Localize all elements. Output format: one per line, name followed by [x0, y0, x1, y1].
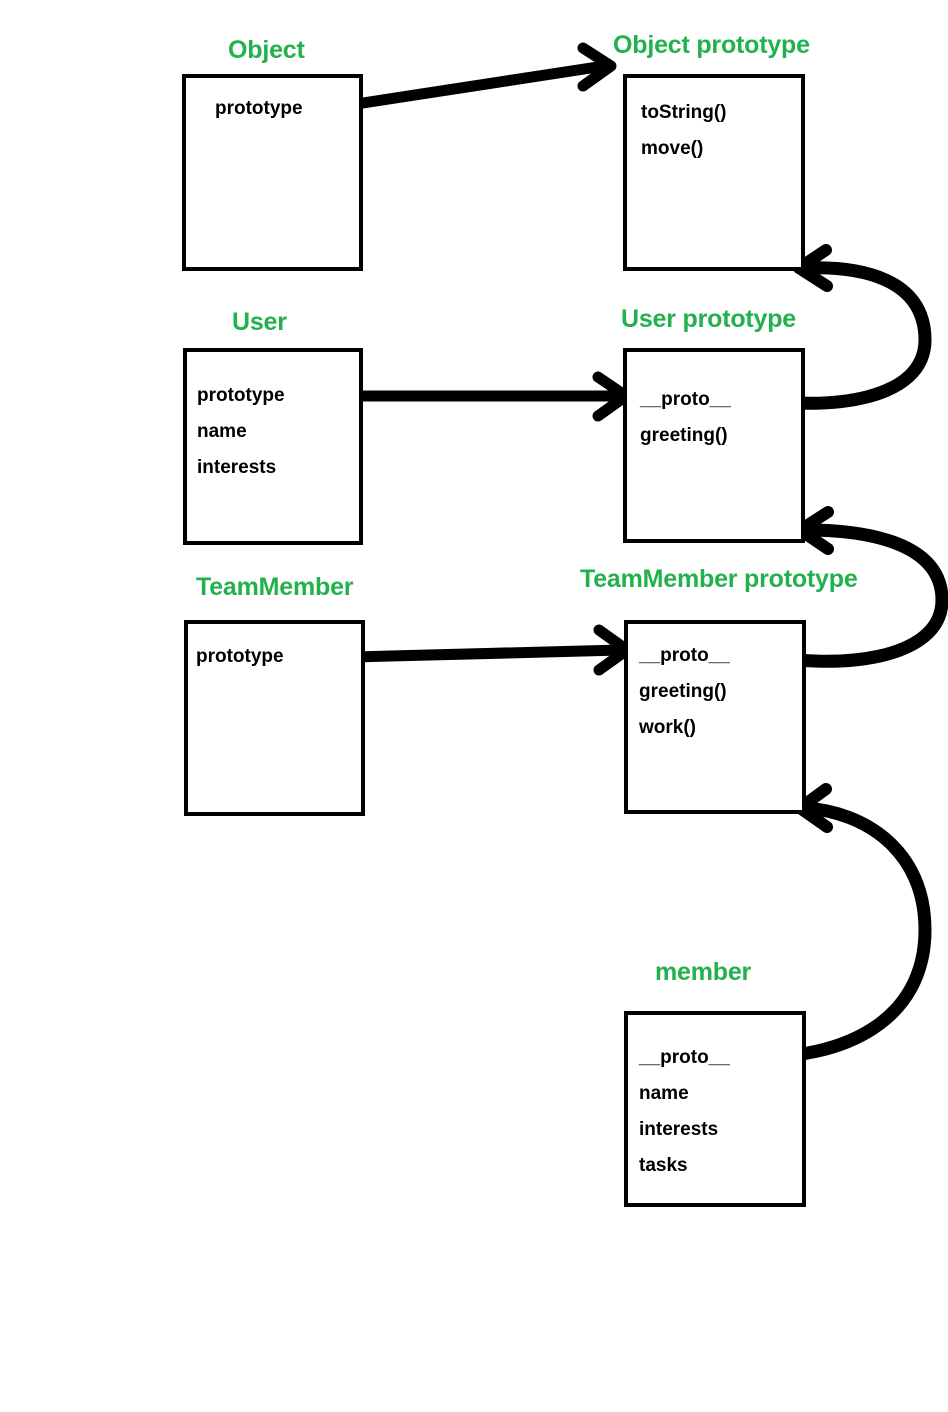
field-object-prototype-tostring: toString()	[641, 102, 727, 123]
node-box-teammember-prototype	[624, 620, 806, 814]
edge-object-to-object-prototype	[330, 42, 617, 114]
field-teammember-prototype-work: work()	[639, 717, 696, 738]
node-box-object	[182, 74, 363, 271]
node-fields-user: prototype name interests	[197, 386, 285, 494]
node-fields-teammember: prototype	[196, 647, 284, 683]
field-member-interests: interests	[639, 1119, 719, 1140]
node-fields-user-prototype: __proto__ greeting()	[640, 390, 731, 462]
node-fields-member: __proto__ name interests tasks	[639, 1048, 730, 1192]
field-teammember-prototype: prototype	[196, 646, 284, 667]
field-user-prototype-proto: __proto__	[640, 389, 731, 410]
field-teammember-prototype-proto: __proto__	[639, 645, 730, 666]
field-member-proto: __proto__	[639, 1047, 730, 1068]
node-title-member: member	[655, 958, 752, 986]
field-user-prototype: prototype	[197, 385, 285, 406]
node-title-teammember: TeamMember	[196, 573, 354, 601]
field-member-tasks: tasks	[639, 1155, 688, 1176]
node-box-object-prototype	[623, 74, 805, 271]
node-title-user-prototype: User prototype	[621, 305, 797, 333]
field-user-prototype-greeting: greeting()	[640, 425, 728, 446]
node-box-user-prototype	[623, 348, 805, 543]
node-fields-object-prototype: toString() move()	[641, 103, 726, 175]
field-teammember-prototype-greeting: greeting()	[639, 681, 727, 702]
node-title-user: User	[232, 308, 287, 336]
field-object-prototype-move: move()	[641, 138, 704, 159]
field-user-name: name	[197, 421, 247, 442]
node-box-member	[624, 1011, 806, 1207]
node-box-teammember	[184, 620, 365, 816]
node-fields-object: prototype	[215, 99, 303, 135]
node-fields-teammember-prototype: __proto__ greeting() work()	[639, 646, 730, 754]
node-box-user	[183, 348, 363, 545]
node-title-object: Object	[228, 36, 305, 64]
node-title-teammember-prototype: TeamMember prototype	[580, 565, 858, 593]
field-member-name: name	[639, 1083, 689, 1104]
field-user-interests: interests	[197, 457, 277, 478]
node-title-object-prototype: Object prototype	[613, 31, 810, 59]
field-object-prototype: prototype	[215, 98, 303, 119]
